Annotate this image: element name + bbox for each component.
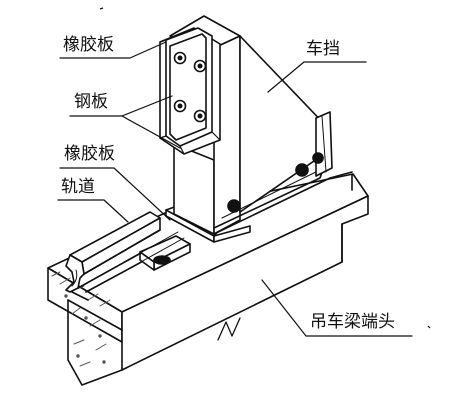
label-steel-plate: 钢板 [74, 92, 108, 112]
small-marks [99, 7, 431, 329]
label-rubber-pad-top: 橡胶板 [63, 35, 114, 55]
label-rubber-pad-bottom: 橡胶板 [64, 144, 115, 164]
label-beam-end: 吊车梁端头 [310, 312, 395, 332]
label-car-stop: 车挡 [306, 39, 340, 59]
leader-lines [57, 41, 413, 337]
beam-body [47, 173, 369, 386]
rail-clip [123, 231, 191, 271]
label-rail: 轨道 [61, 177, 95, 197]
car-stop [169, 15, 353, 235]
front-plate-assembly [159, 27, 221, 155]
